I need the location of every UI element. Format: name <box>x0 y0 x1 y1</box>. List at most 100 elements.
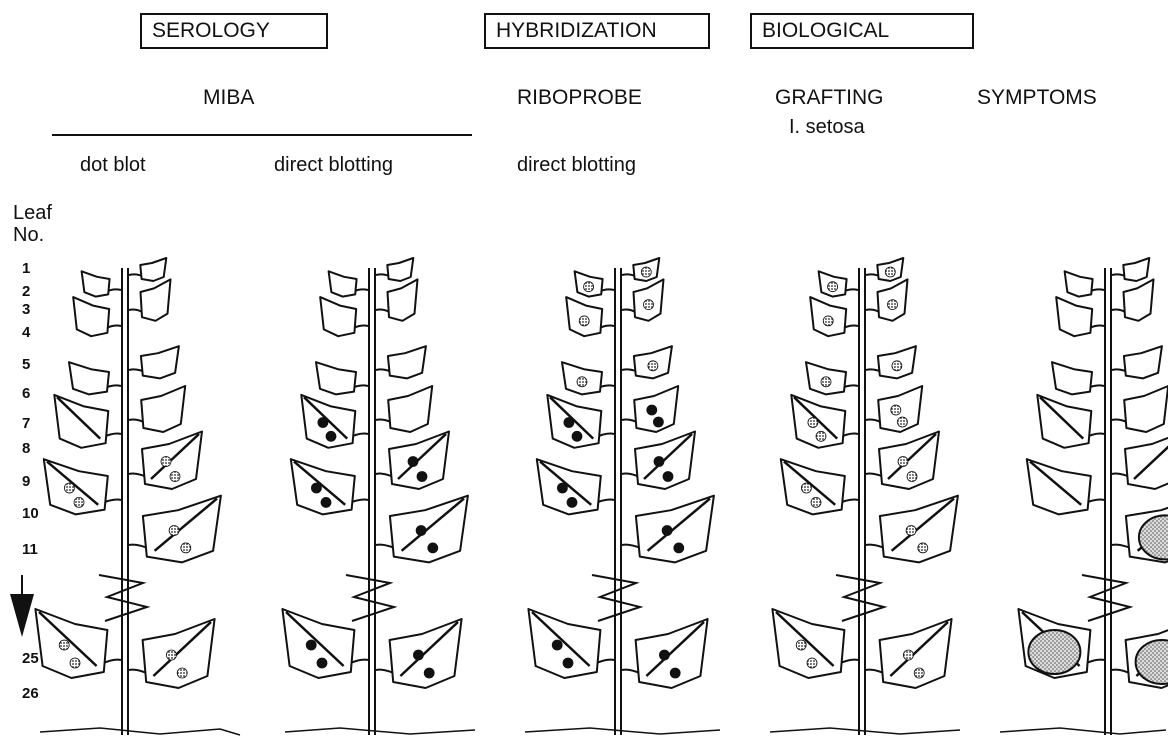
leaf-6 <box>562 362 614 394</box>
virus-spot <box>659 650 669 660</box>
virus-spot <box>321 497 331 507</box>
virus-spot <box>413 650 423 660</box>
virus-spot <box>648 361 658 371</box>
leaf-3 <box>622 279 664 320</box>
leaf-4 <box>810 297 858 336</box>
symptoms-plant <box>1018 258 1168 735</box>
leaf-8 <box>54 395 121 448</box>
virus-spot <box>892 361 902 371</box>
leaf-9 <box>376 432 449 490</box>
grafting-plant <box>772 258 958 735</box>
leaf-10 <box>44 459 121 514</box>
leaf-9 <box>129 432 202 490</box>
leaf-3 <box>1112 279 1154 320</box>
leaf-7 <box>1112 386 1168 432</box>
virus-spot <box>918 543 928 553</box>
virus-spot <box>907 472 917 482</box>
virus-spot <box>557 483 567 493</box>
virus-spot <box>311 483 321 493</box>
leaf-8 <box>301 395 368 448</box>
leaf-26 <box>1112 619 1168 688</box>
leaf-4 <box>73 297 121 336</box>
leaf-4 <box>1056 297 1104 336</box>
leaf-10 <box>1027 459 1104 514</box>
virus-spot <box>653 417 663 427</box>
leaf-10 <box>291 459 368 514</box>
virus-spot <box>821 377 831 387</box>
leaf-26 <box>129 619 215 688</box>
leaf-1 <box>622 258 659 281</box>
virus-spot <box>662 526 672 536</box>
leaf-10 <box>537 459 614 514</box>
leaf-7 <box>129 386 185 432</box>
virus-spot <box>64 483 74 493</box>
virus-spot <box>641 267 651 277</box>
virus-spot <box>161 457 171 467</box>
leaf-2 <box>1065 271 1104 296</box>
leaf-8 <box>791 395 858 448</box>
virus-spot <box>577 377 587 387</box>
leaf-6 <box>316 362 368 394</box>
virus-spot <box>644 300 654 310</box>
direct-blotting-miba-plant <box>282 258 468 735</box>
virus-spot <box>424 668 434 678</box>
virus-spot <box>317 658 327 668</box>
virus-spot <box>326 431 336 441</box>
virus-spot <box>181 543 191 553</box>
leaf-4 <box>320 297 368 336</box>
virus-spot <box>579 316 589 326</box>
lesion <box>1028 630 1080 674</box>
leaf-3 <box>866 279 908 320</box>
virus-spot <box>416 526 426 536</box>
leaf-26 <box>866 619 952 688</box>
virus-spot <box>564 418 574 428</box>
leaf-11 <box>622 496 714 563</box>
leaf-9 <box>622 432 695 490</box>
virus-spot <box>807 658 817 668</box>
leaf-1 <box>1112 258 1149 281</box>
leaf-26 <box>376 619 462 688</box>
virus-spot <box>647 405 657 415</box>
leaf-26 <box>622 619 708 688</box>
riboprobe-plant <box>528 258 714 735</box>
dot-blot-plant <box>35 258 221 735</box>
leaf-11 <box>866 496 958 563</box>
virus-spot <box>170 472 180 482</box>
virus-spot <box>169 526 179 536</box>
virus-spot <box>828 282 838 292</box>
virus-spot <box>306 640 316 650</box>
leaf-5 <box>866 346 916 378</box>
virus-spot <box>914 668 924 678</box>
virus-spot <box>654 457 664 467</box>
virus-spot <box>670 668 680 678</box>
leaf-1 <box>866 258 903 281</box>
virus-spot <box>674 543 684 553</box>
leaf-7 <box>376 386 432 432</box>
virus-spot <box>572 431 582 441</box>
leaf-6 <box>1052 362 1104 394</box>
virus-spot <box>796 640 806 650</box>
leaf-8 <box>547 395 614 448</box>
leaf-11 <box>376 496 468 563</box>
leaf-10 <box>781 459 858 514</box>
virus-spot <box>584 282 594 292</box>
virus-spot <box>808 418 818 428</box>
virus-spot <box>59 640 69 650</box>
leaf-2 <box>819 271 858 296</box>
virus-spot <box>70 658 80 668</box>
virus-spot <box>428 543 438 553</box>
virus-spot <box>906 526 916 536</box>
leaf-7 <box>622 386 678 432</box>
virus-spot <box>898 457 908 467</box>
virus-spot <box>318 418 328 428</box>
virus-spot <box>816 431 826 441</box>
leaf-11 <box>129 496 221 563</box>
leaf-3 <box>376 279 418 320</box>
virus-spot <box>891 405 901 415</box>
virus-spot <box>563 658 573 668</box>
leaf-3 <box>129 279 171 320</box>
leaf-7 <box>866 386 922 432</box>
leaf-5 <box>1112 346 1162 378</box>
virus-spot <box>811 497 821 507</box>
